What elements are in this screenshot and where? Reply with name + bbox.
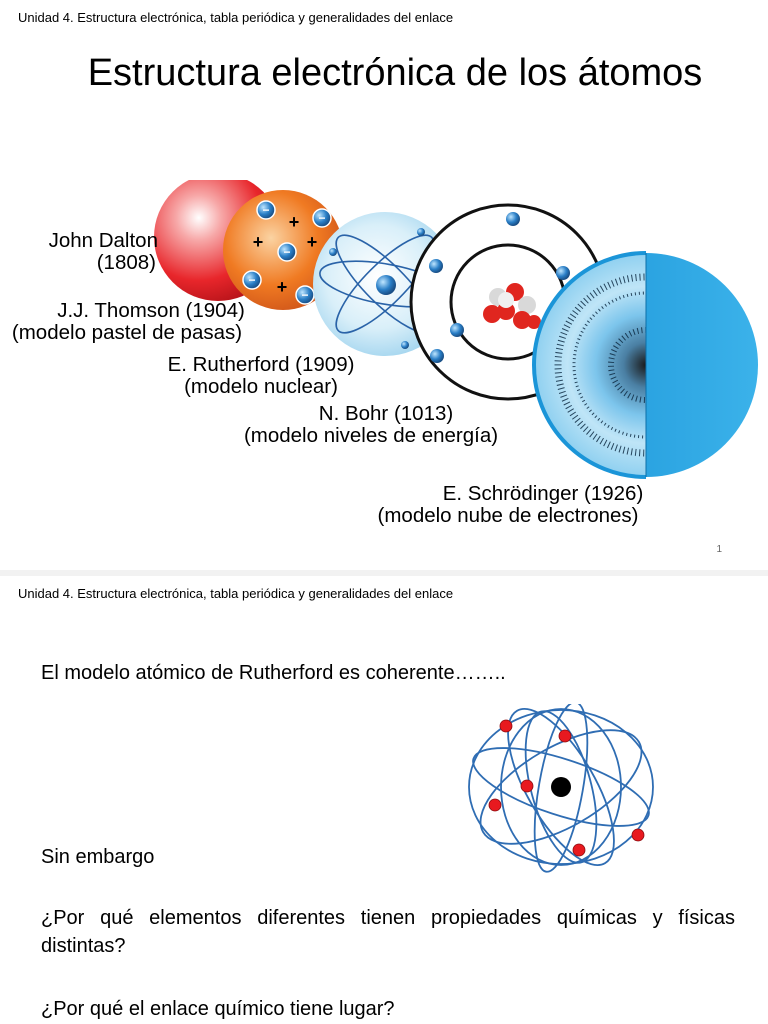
body-line-sin-embargo: Sin embargo (41, 846, 155, 868)
page-number: 1 (716, 544, 722, 555)
question-properties: ¿Por qué elementos diferentes tienen pro… (41, 907, 735, 957)
thomson-plus: + (277, 277, 288, 297)
svg-text:−: − (262, 203, 269, 217)
thomson-label: J.J. Thomson (1904) (57, 299, 245, 322)
slide-2: Unidad 4. Estructura electrónica, tabla … (0, 576, 768, 1024)
thomson-plus: + (253, 232, 264, 252)
thomson-sphere: − − − − − + + + + (223, 190, 343, 310)
body-line-rutherford: El modelo atómico de Rutherford es coher… (41, 662, 506, 684)
bohr-label: N. Bohr (1013) (318, 402, 454, 425)
schrodinger-label: E. Schrödinger (1926) (442, 482, 644, 505)
svg-text:−: − (283, 245, 290, 259)
rutherford-model: (modelo nuclear) (184, 375, 338, 398)
slide-divider (0, 570, 768, 576)
svg-text:−: − (301, 288, 308, 302)
svg-text:−: − (318, 211, 325, 225)
svg-text:−: − (248, 273, 255, 287)
rutherford-atom-illustration (468, 704, 654, 873)
question-bond: ¿Por qué el enlace químico tiene lugar? (41, 998, 395, 1020)
slide-header: Unidad 4. Estructura electrónica, tabla … (18, 10, 454, 25)
dalton-label: John Dalton (48, 229, 158, 252)
rutherford-label: E. Rutherford (1909) (167, 353, 355, 376)
atomic-models-illustration: − − − − − + + + + (154, 180, 758, 479)
slide-1: Unidad 4. Estructura electrónica, tabla … (11, 10, 758, 555)
thomson-plus: + (307, 232, 318, 252)
slide-title: Estructura electrónica de los átomos (87, 52, 703, 94)
thomson-model: (modelo pastel de pasas) (11, 321, 243, 344)
slide-header: Unidad 4. Estructura electrónica, tabla … (18, 586, 454, 601)
schrodinger-atom (532, 251, 758, 479)
bohr-model: (modelo niveles de energía) (243, 424, 499, 447)
schrodinger-model: (modelo nube de electrones) (377, 504, 639, 527)
thomson-plus: + (289, 212, 300, 232)
dalton-year: (1808) (96, 251, 156, 274)
